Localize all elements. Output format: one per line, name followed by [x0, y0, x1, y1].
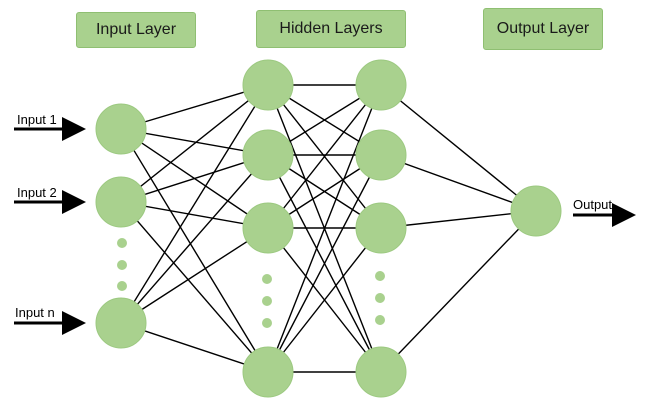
hidden2-ellipsis-dot-1: [375, 271, 385, 281]
edge-input-2-hidden1-0: [120, 84, 269, 324]
edge-input-1-hidden1-0: [120, 84, 269, 203]
hidden2-node-1: [355, 59, 407, 111]
edge-input-1-hidden1-3: [120, 201, 269, 373]
input-2-label: Input 2: [17, 185, 57, 200]
hidden2-node-3: [355, 202, 407, 254]
edge-hidden1-3-hidden2-0: [267, 84, 382, 373]
connections: [120, 84, 537, 373]
nodes: [95, 59, 562, 398]
edge-input-2-hidden1-2: [120, 227, 269, 324]
input-ellipsis-dot-2: [117, 260, 127, 270]
input-ellipsis-dot-1: [117, 238, 127, 248]
hidden2-ellipsis-dot-2: [375, 293, 385, 303]
hidden1-node-1: [242, 59, 294, 111]
output-node: [510, 185, 562, 237]
input-node-3: [95, 297, 147, 349]
input-node-2: [95, 176, 147, 228]
output-layer-label: Output Layer: [483, 8, 603, 50]
hidden-layers-label: Hidden Layers: [256, 10, 406, 48]
edge-hidden2-1-output: [380, 154, 537, 212]
hidden1-node-3: [242, 202, 294, 254]
edge-hidden2-0-output: [380, 84, 537, 212]
edge-input-2-hidden1-1: [120, 154, 269, 324]
hidden1-ellipsis-dot-2: [262, 296, 272, 306]
hidden1-node-2: [242, 129, 294, 181]
hidden1-ellipsis-dot-3: [262, 318, 272, 328]
hidden2-node-4: [355, 346, 407, 398]
input-1-label: Input 1: [17, 112, 57, 127]
edge-input-0-hidden1-3: [120, 128, 269, 373]
hidden1-node-4: [242, 346, 294, 398]
hidden1-ellipsis-dot-1: [262, 274, 272, 284]
io-labels: Input 1 Input 2 Input n Output: [15, 112, 612, 320]
edge-input-2-hidden1-3: [120, 322, 269, 373]
input-node-1: [95, 103, 147, 155]
hidden2-node-2: [355, 129, 407, 181]
edge-input-0-hidden1-0: [120, 84, 269, 130]
hidden2-ellipsis-dot-3: [375, 315, 385, 325]
input-layer-label: Input Layer: [76, 12, 196, 48]
io-arrows: [14, 117, 636, 335]
edge-hidden2-2-output: [380, 210, 537, 229]
input-ellipsis-dot-3: [117, 281, 127, 291]
edge-hidden1-3-hidden2-1: [267, 154, 382, 373]
edge-hidden1-3-hidden2-2: [267, 227, 382, 373]
edge-input-1-hidden1-1: [120, 154, 269, 203]
input-n-label: Input n: [15, 305, 55, 320]
edge-hidden2-3-output: [380, 210, 537, 373]
output-label: Output: [573, 197, 612, 212]
ellipsis-dots: [117, 238, 385, 328]
edge-hidden1-2-hidden2-0: [267, 84, 382, 229]
